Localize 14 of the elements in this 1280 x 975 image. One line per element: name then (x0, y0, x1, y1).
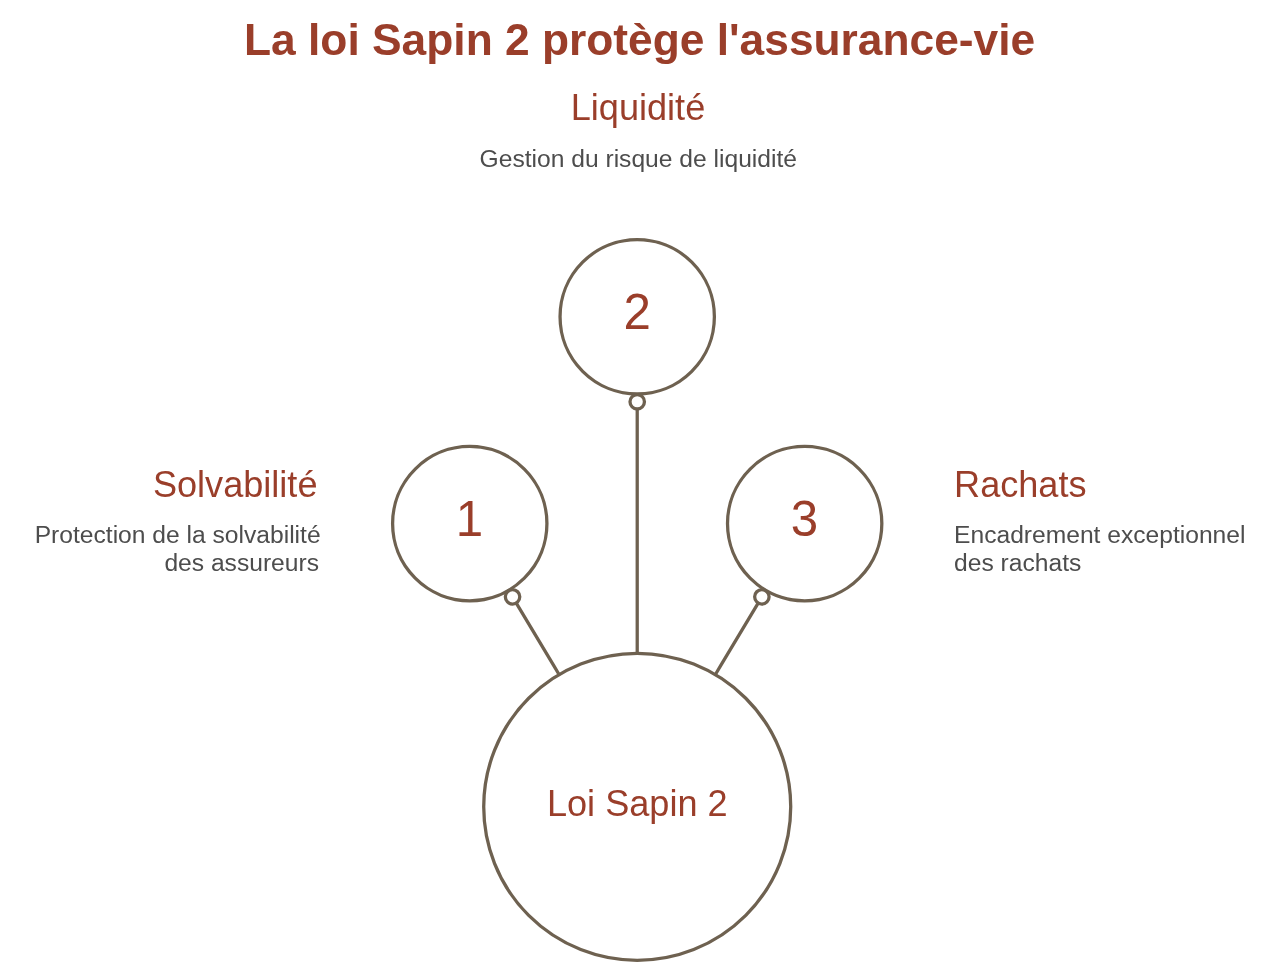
node-circle: 3 (725, 444, 883, 603)
node-circle: 1 (390, 444, 549, 603)
connector (503, 587, 560, 676)
node-circle: 2 (557, 237, 716, 396)
node-label: Protection de la solvabilité des assureurs (34, 521, 321, 577)
node-label: Rachats (953, 463, 1087, 505)
node-label: Solvabilité (152, 463, 317, 505)
node-circle: Loi Sapin 2 (481, 651, 792, 962)
node-label: Gestion du risque de liquidité (479, 144, 797, 172)
connector (713, 587, 771, 676)
node-label: Encadrement exceptionnel des rachats (953, 521, 1245, 577)
connector (627, 392, 646, 654)
node-label: Liquidité (570, 86, 705, 128)
diagram-title: La loi Sapin 2 protège l'assurance-vie (243, 15, 1035, 65)
